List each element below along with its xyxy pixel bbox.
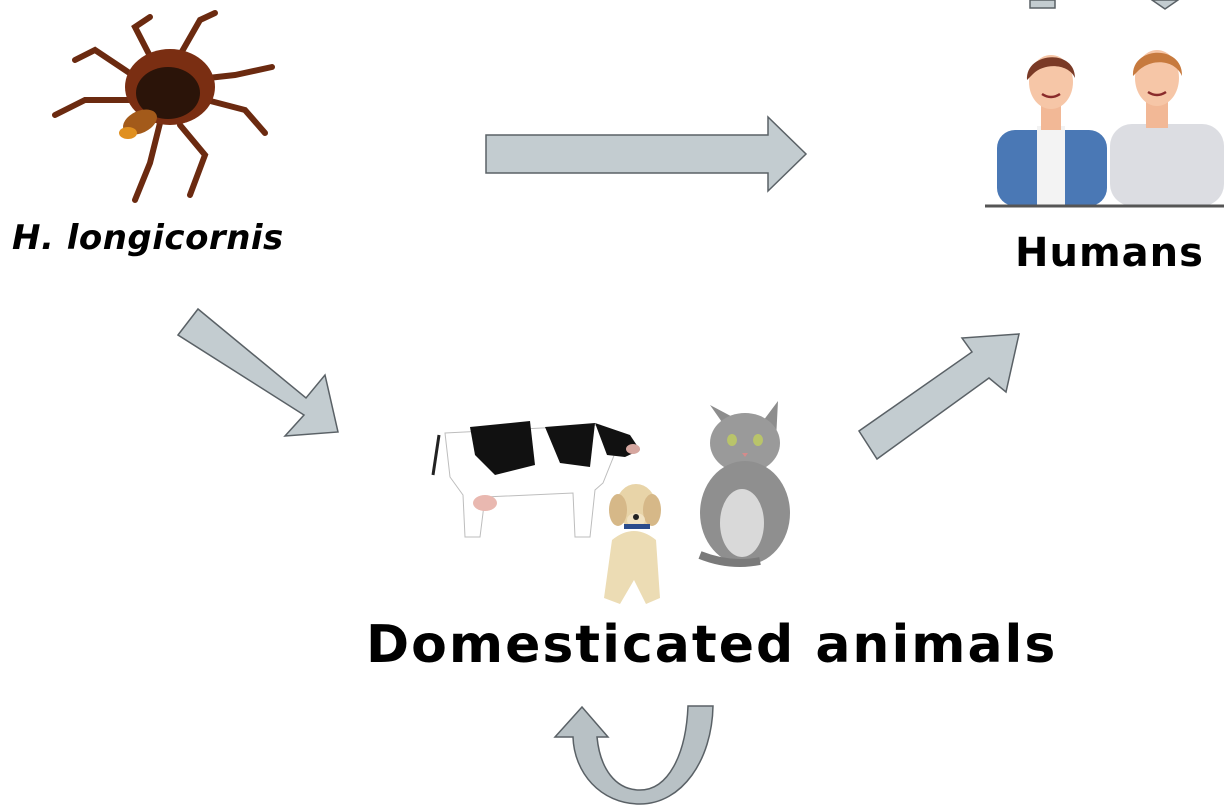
arrow-animals-to-humans [859,334,1019,459]
arrow-animals-loop [555,706,713,804]
humans-icon [985,40,1224,212]
dog-icon [590,480,675,608]
arrow-tick-to-humans [486,117,806,191]
arrow-tick-to-animals [178,309,338,436]
cat-icon [690,395,805,570]
tick-icon [40,5,290,205]
animals-label: Domesticated animals [366,615,1057,675]
humans-label: Humans [1015,230,1204,276]
tick-label: H. longicornis [12,218,284,258]
top-partial-arrows [1030,0,1178,9]
